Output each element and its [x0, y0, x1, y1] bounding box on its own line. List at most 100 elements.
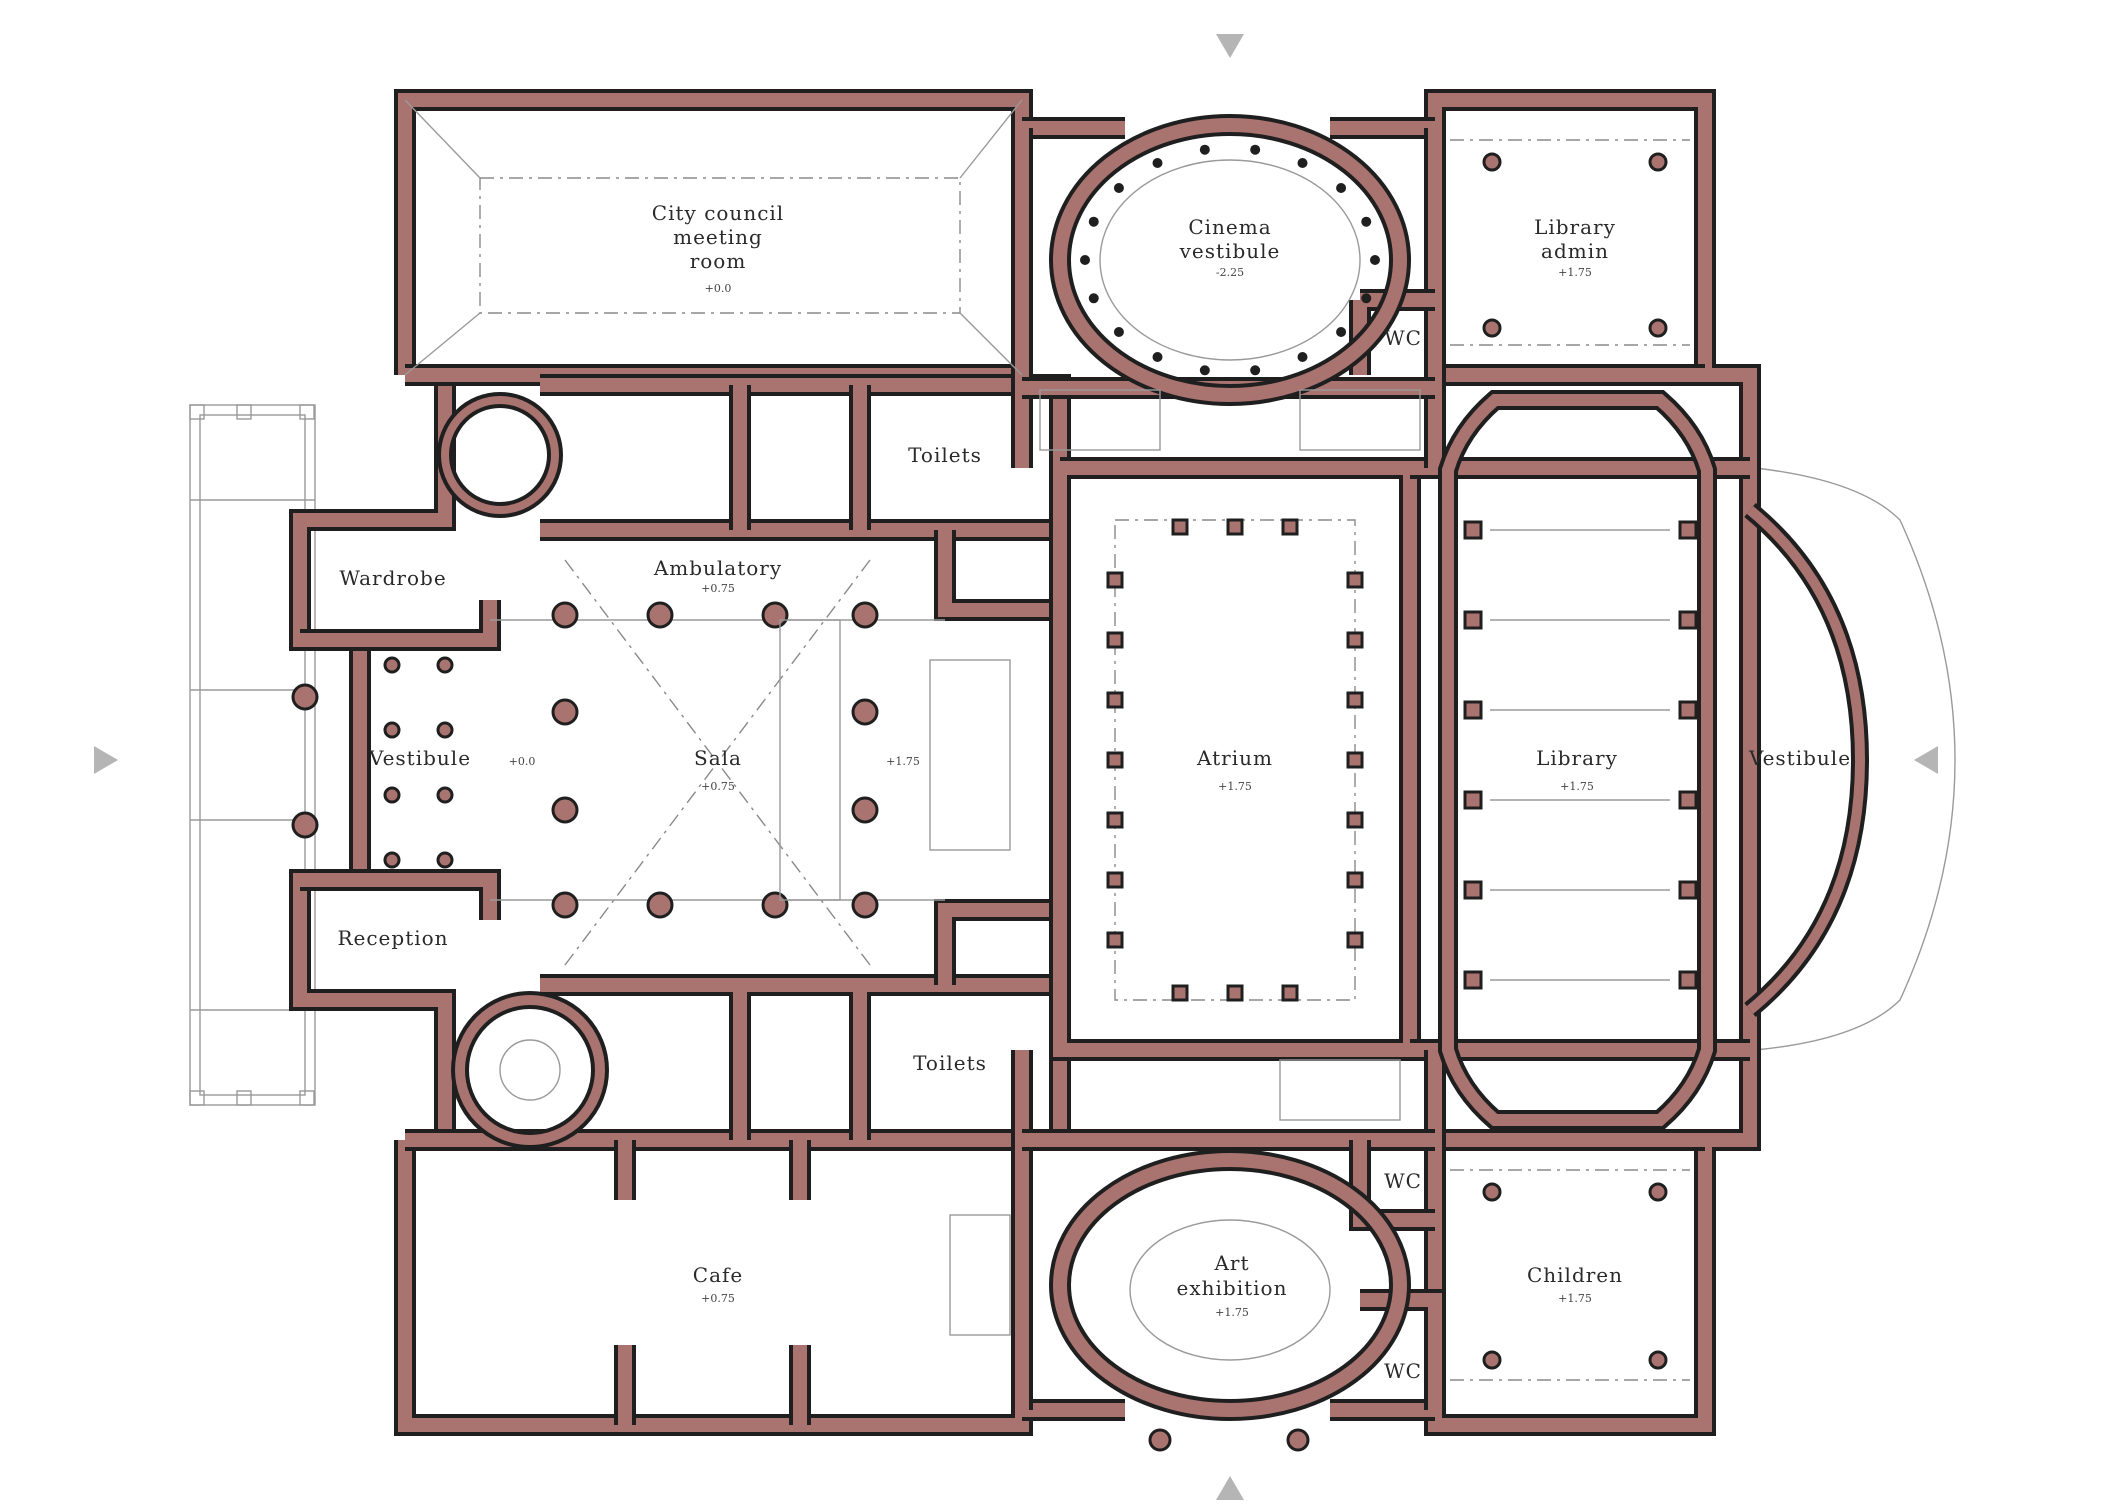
library-pier — [1463, 970, 1483, 990]
cinema-column — [1088, 293, 1099, 304]
sala-column — [851, 891, 879, 919]
level-cafe: +0.75 — [701, 1292, 735, 1305]
library-pier — [1463, 520, 1483, 540]
room-labels: City council meeting room +0.0 Cinema ve… — [337, 201, 1850, 1383]
label-wc-bottom-1: WC — [1384, 1169, 1422, 1193]
library-pier — [1463, 610, 1483, 630]
sala-column — [851, 601, 879, 629]
sala-column — [761, 891, 789, 919]
cinema-column — [1088, 216, 1099, 227]
atrium-pier — [1106, 871, 1124, 889]
label-art-exhibition: exhibition — [1177, 1276, 1288, 1300]
atrium-pier — [1346, 691, 1364, 709]
cinema-column — [1336, 326, 1347, 337]
atrium-pier — [1106, 571, 1124, 589]
sala-column — [646, 891, 674, 919]
children-columns — [1450, 1169, 1690, 1381]
cinema-column — [1297, 351, 1308, 362]
label-cinema: Cinema — [1188, 215, 1271, 239]
cinema-column — [1152, 351, 1163, 362]
atrium-pier — [1106, 631, 1124, 649]
cinema-column — [1361, 216, 1372, 227]
cinema-column — [1080, 255, 1090, 265]
atrium-pier — [1171, 984, 1189, 1002]
vestibule-column — [383, 721, 401, 739]
level-children: +1.75 — [1558, 1292, 1592, 1305]
library-admin-columns — [1450, 139, 1690, 346]
library-pier — [1678, 880, 1698, 900]
cinema-column — [1336, 183, 1347, 194]
atrium-pier — [1346, 751, 1364, 769]
atrium-pier — [1281, 518, 1299, 536]
label-sala: Sala — [694, 746, 742, 770]
label-art-exhibition: Art — [1213, 1251, 1249, 1275]
level-library-admin: +1.75 — [1558, 266, 1592, 279]
east-terrace-arc — [1754, 467, 1956, 1051]
label-reception: Reception — [337, 926, 448, 950]
atrium-pier — [1226, 984, 1244, 1002]
vestibule-column — [383, 656, 401, 674]
label-ambulatory: Ambulatory — [653, 556, 782, 580]
label-city-council: meeting — [673, 225, 763, 249]
atrium-pier — [1346, 871, 1364, 889]
sala-column — [551, 601, 579, 629]
atrium-pier — [1346, 811, 1364, 829]
label-toilets-bottom: Toilets — [913, 1051, 987, 1075]
cinema-column — [1250, 144, 1261, 155]
atrium-pier — [1106, 751, 1124, 769]
library-pier — [1463, 880, 1483, 900]
label-wc-bottom-2: WC — [1384, 1359, 1422, 1383]
sala-column — [851, 698, 879, 726]
cinema-column — [1361, 293, 1372, 304]
library-pier — [1678, 790, 1698, 810]
label-atrium: Atrium — [1196, 746, 1273, 770]
atrium-pier — [1281, 984, 1299, 1002]
atrium-colonnade — [1106, 518, 1364, 1002]
atrium-pier — [1106, 811, 1124, 829]
library-pier — [1678, 700, 1698, 720]
label-city-council: City council — [652, 201, 784, 225]
sala-column — [551, 891, 579, 919]
sala-column — [851, 796, 879, 824]
east-arrow-icon — [1914, 746, 1938, 774]
level-stair: +1.75 — [886, 755, 920, 768]
label-library-admin: admin — [1541, 239, 1609, 263]
level-cinema: -2.25 — [1216, 266, 1244, 279]
label-wardrobe: Wardrobe — [339, 566, 446, 590]
cinema-column — [1113, 183, 1124, 194]
level-sala: +0.75 — [701, 780, 735, 793]
vestibule-column — [383, 786, 401, 804]
level-ambulatory: +0.75 — [701, 582, 735, 595]
atrium-pier — [1106, 931, 1124, 949]
label-toilets-top: Toilets — [908, 443, 982, 467]
cinema-column — [1370, 255, 1380, 265]
label-vestibule-west: Vestibule — [368, 746, 471, 770]
spiral-stair — [451, 991, 609, 1149]
atrium-pier — [1226, 518, 1244, 536]
library-pier — [1463, 700, 1483, 720]
cinema-column — [1250, 365, 1261, 376]
portico-column — [291, 811, 319, 839]
label-cafe: Cafe — [693, 1263, 743, 1287]
cinema-column — [1199, 144, 1210, 155]
level-library: +1.75 — [1560, 780, 1594, 793]
north-arrow-icon — [1216, 34, 1244, 58]
sala-column — [646, 601, 674, 629]
south-arrow-icon — [1216, 1476, 1244, 1500]
atrium-pier — [1106, 691, 1124, 709]
library-pier — [1678, 520, 1698, 540]
sala-column — [551, 796, 579, 824]
library-hall — [1438, 390, 1870, 1130]
vestibule-column — [436, 656, 454, 674]
sala-columns — [551, 601, 879, 919]
vestibule-column — [436, 786, 454, 804]
vestibule-columns — [383, 656, 454, 869]
sala-column — [761, 601, 789, 629]
atrium-pier — [1346, 631, 1364, 649]
atrium-pier — [1346, 571, 1364, 589]
vestibule-column — [436, 721, 454, 739]
cinema-column — [1297, 158, 1308, 169]
vestibule-column — [383, 851, 401, 869]
cinema-column — [1113, 326, 1124, 337]
